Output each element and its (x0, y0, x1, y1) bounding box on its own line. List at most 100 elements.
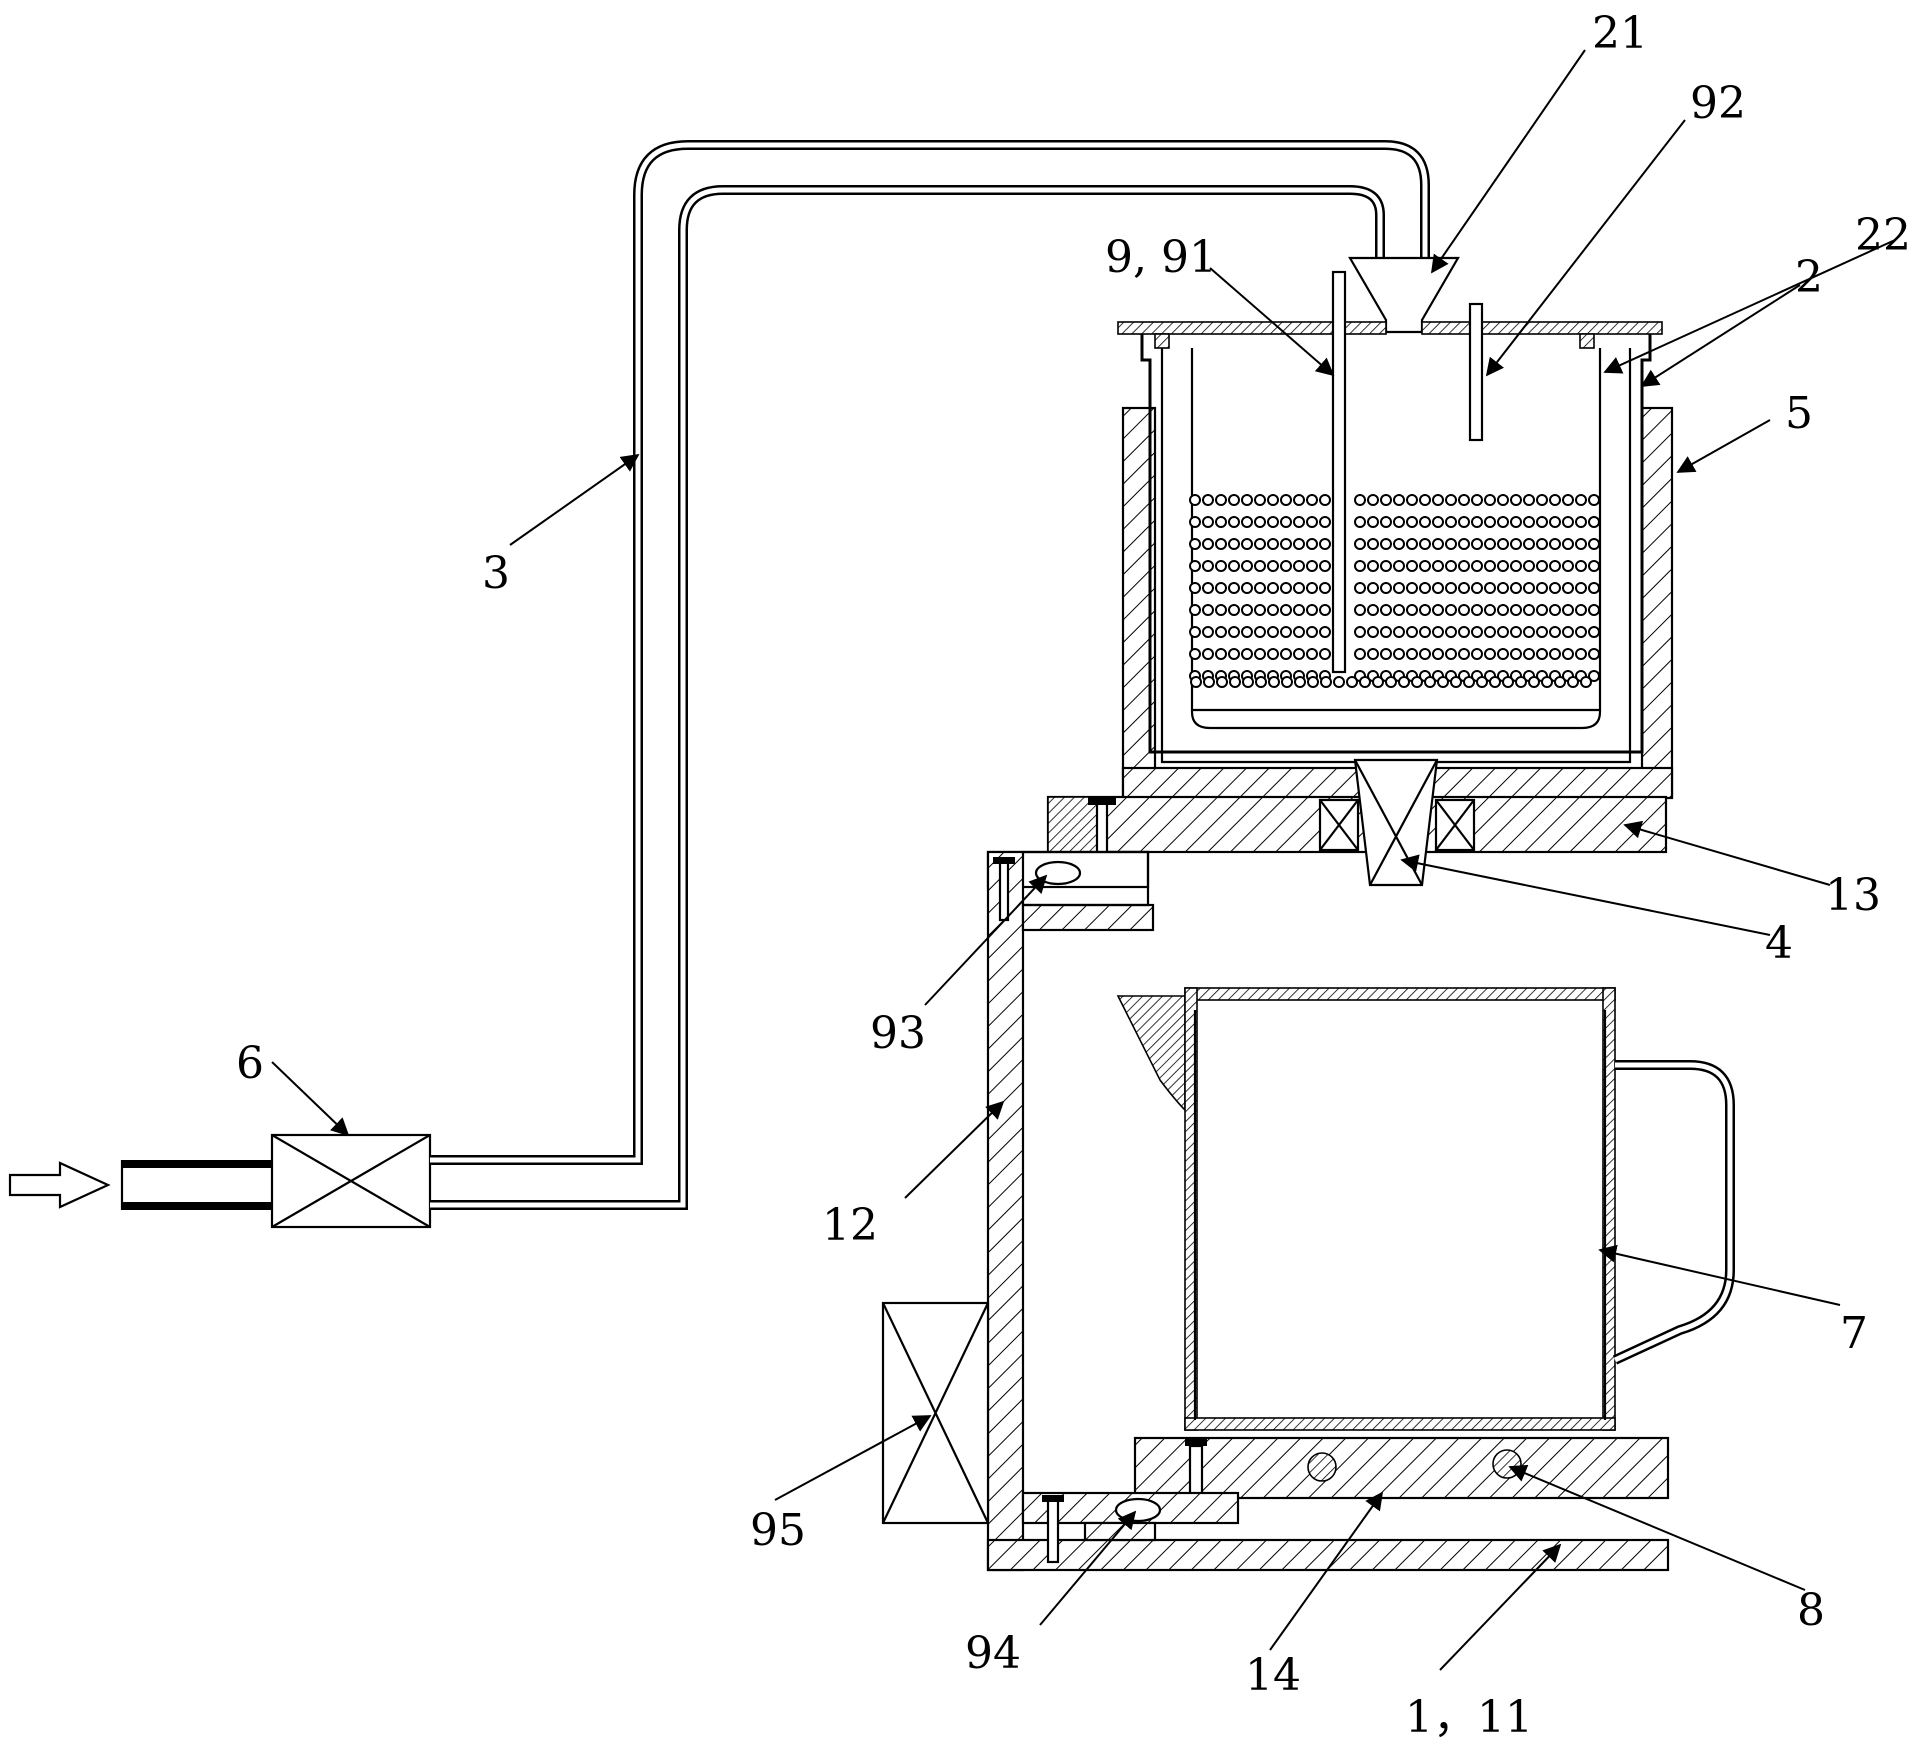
filter-hole (1320, 517, 1330, 527)
filter-hole (1255, 539, 1265, 549)
label-9-91: 9, 91 (1105, 232, 1217, 283)
filter-hole (1355, 561, 1365, 571)
filter-hole (1355, 627, 1365, 637)
filter-hole (1576, 583, 1586, 593)
filter-hole (1190, 605, 1200, 615)
filter-hole (1589, 495, 1599, 505)
inlet-arrow-icon (10, 1163, 108, 1207)
filter-hole (1216, 561, 1226, 571)
filter-hole (1216, 649, 1226, 659)
filter-hole (1407, 605, 1417, 615)
filter-hole (1490, 677, 1500, 687)
level-probe-short (1470, 304, 1482, 440)
filter-hole (1373, 677, 1383, 687)
filter-hole (1459, 517, 1469, 527)
filter-hole (1589, 517, 1599, 527)
filter-hole (1281, 539, 1291, 549)
filter-hole (1190, 627, 1200, 637)
filter-hole (1268, 561, 1278, 571)
filter-hole (1368, 605, 1378, 615)
filter-hole (1537, 627, 1547, 637)
filter-hole (1472, 495, 1482, 505)
label-22: 22 (1855, 210, 1911, 261)
filter-hole (1203, 605, 1213, 615)
bearing-left (1320, 800, 1358, 850)
filter-hole (1407, 517, 1417, 527)
filter-hole (1216, 605, 1226, 615)
filter-hole (1320, 649, 1330, 659)
filter-hole (1438, 677, 1448, 687)
filter-hole (1381, 627, 1391, 637)
filter-hole (1524, 517, 1534, 527)
filter-hole (1459, 649, 1469, 659)
filter-hole (1511, 539, 1521, 549)
filter-hole (1550, 605, 1560, 615)
filter-hole (1542, 677, 1552, 687)
filter-hole (1381, 583, 1391, 593)
filter-hole (1420, 539, 1430, 549)
filter-hole (1537, 495, 1547, 505)
filter-hole (1498, 649, 1508, 659)
outlet-valve (1355, 760, 1437, 885)
filter-hole (1459, 583, 1469, 593)
filter-hole (1216, 517, 1226, 527)
filter-hole (1394, 517, 1404, 527)
filter-hole (1242, 649, 1252, 659)
filter-hole (1550, 495, 1560, 505)
filter-hole (1498, 495, 1508, 505)
label-2: 2 (1795, 252, 1823, 303)
filter-hole (1268, 627, 1278, 637)
filter-hole (1498, 627, 1508, 637)
filter-hole (1243, 677, 1253, 687)
label-21: 21 (1592, 8, 1648, 59)
filter-hole (1589, 627, 1599, 637)
filter-hole (1190, 583, 1200, 593)
filter-hole (1433, 561, 1443, 571)
filter-hole (1307, 495, 1317, 505)
filter-hole (1563, 627, 1573, 637)
filter-hole (1537, 517, 1547, 527)
filter-hole (1420, 517, 1430, 527)
filter-hole (1190, 495, 1200, 505)
filter-hole (1420, 583, 1430, 593)
filter-hole (1268, 605, 1278, 615)
filter-hole (1511, 561, 1521, 571)
filter-hole (1446, 539, 1456, 549)
inlet-valve (272, 1135, 430, 1227)
heating-element-left (1308, 1453, 1336, 1481)
filter-hole (1355, 539, 1365, 549)
filter-hole (1255, 495, 1265, 505)
filter-hole (1307, 583, 1317, 593)
inlet-pipe (122, 1160, 272, 1210)
filter-hole (1307, 561, 1317, 571)
filter-hole (1368, 649, 1378, 659)
filter-hole (1550, 583, 1560, 593)
filter-hole (1216, 495, 1226, 505)
filter-hole (1394, 583, 1404, 593)
filter-hole (1576, 495, 1586, 505)
filter-hole (1524, 605, 1534, 615)
filter-hole (1229, 627, 1239, 637)
filter-hole (1216, 539, 1226, 549)
filter-hole (1307, 627, 1317, 637)
filter-hole (1446, 649, 1456, 659)
filter-hole (1464, 677, 1474, 687)
filter-hole (1459, 627, 1469, 637)
filter-hole (1511, 605, 1521, 615)
filter-hole (1563, 561, 1573, 571)
label-6: 6 (236, 1038, 264, 1089)
filter-hole (1242, 495, 1252, 505)
filter-hole (1589, 583, 1599, 593)
filter-hole (1576, 539, 1586, 549)
filter-hole (1355, 649, 1365, 659)
filter-hole (1511, 495, 1521, 505)
filter-hole (1485, 583, 1495, 593)
filter-hole (1407, 495, 1417, 505)
filter-hole (1511, 627, 1521, 637)
filter-hole (1368, 539, 1378, 549)
filter-hole (1576, 605, 1586, 615)
filter-hole (1321, 677, 1331, 687)
filter-hole (1268, 649, 1278, 659)
filter-hole (1320, 627, 1330, 637)
filter-hole (1568, 677, 1578, 687)
